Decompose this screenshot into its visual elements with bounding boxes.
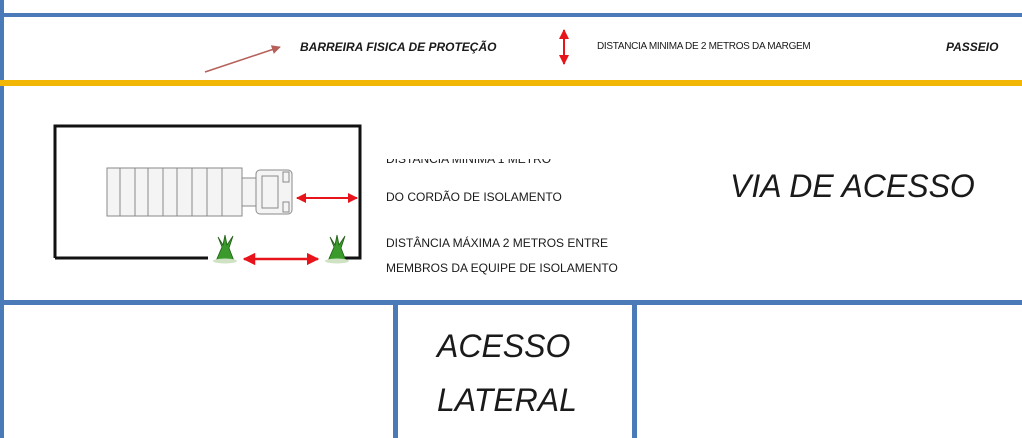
truck-icon [106,167,293,217]
lateral-access-line2: LATERAL [437,382,577,418]
cordon-distance-line1: DISTANCIA MINIMA 1 METRO [386,152,552,166]
top-border [0,13,1022,17]
team-distance-line1: DISTÂNCIA MÁXIMA 2 METROS ENTRE [386,236,609,250]
pointer-arrow-icon [204,45,281,73]
lateral-access-right-border [632,300,637,438]
cordon-distance-line2: DO CORDÃO DE ISOLAMENTO [386,190,562,204]
left-border [0,0,4,438]
team-distance-line2: MEMBROS DA EQUIPE DE ISOLAMENTO [386,261,618,275]
lateral-access-left-border [393,300,398,438]
worker-icon [325,234,349,264]
barrier-label: BARREIRA FISICA DE PROTEÇÃO [300,40,497,54]
lateral-access-line1: ACESSO [437,328,571,364]
worker-icon [213,234,237,264]
lower-divider [0,300,1022,305]
yellow-band [0,80,1022,86]
isolation-cordon [53,124,362,260]
access-road-label: VIA DE ACESSO [730,168,975,204]
sidewalk-label: PASSEIO [946,40,999,54]
distance-margin-label: DISTANCIA MINIMA DE 2 METROS DA MARGEM [597,41,811,52]
